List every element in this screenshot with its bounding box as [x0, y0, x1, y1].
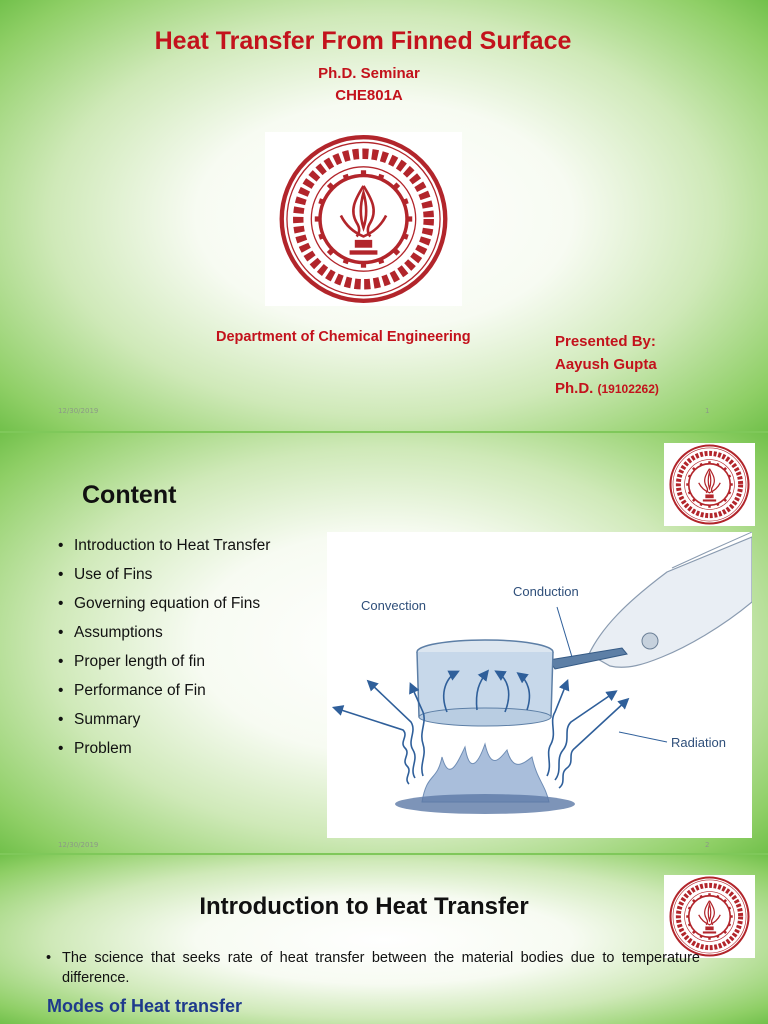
list-item-text: Summary — [74, 711, 141, 728]
modes-subheading: Modes of Heat transfer — [47, 996, 243, 1016]
department-name: Department of Chemical Engineering — [216, 329, 471, 345]
radiation-leader — [618, 731, 668, 743]
radiation-waves — [331, 679, 630, 789]
slide-number: 2 — [705, 841, 710, 849]
conduction-leader — [556, 606, 573, 658]
convection-label: Convection — [361, 598, 426, 613]
heat-transfer-diagram: Convection Conduction Radiation — [331, 531, 753, 814]
list-item: • Introduction to Heat Transfer — [58, 531, 270, 560]
list-item: • Use of Fins — [58, 560, 270, 589]
slide-number: 1 — [705, 407, 710, 415]
bullet-glyph: • — [58, 682, 64, 699]
bullet-glyph: • — [58, 595, 64, 612]
list-item-text: Proper length of fin — [74, 653, 205, 670]
list-item-text: Performance of Fin — [74, 682, 206, 699]
degree-label: Ph.D. — [555, 380, 594, 397]
bullet-glyph: • — [58, 624, 64, 641]
hand-shape — [588, 536, 753, 668]
list-item: • Summary — [58, 705, 270, 734]
iit-kanpur-logo-small — [664, 443, 755, 526]
list-item-text: Governing equation of Fins — [74, 595, 261, 612]
iit-kanpur-logo-small — [664, 875, 755, 958]
coals — [395, 794, 575, 814]
bullet-glyph: • — [58, 537, 64, 554]
seal-emblem-icon — [265, 132, 462, 306]
conduction-label: Conduction — [513, 584, 579, 599]
roll-number: (19102262) — [597, 382, 659, 396]
presented-by-label: Presented By: — [555, 333, 656, 350]
list-item: • Assumptions — [58, 618, 270, 647]
presenter-name: Aayush Gupta — [555, 356, 657, 373]
bullet-glyph: • — [58, 740, 64, 757]
title-slide: Heat Transfer From Finned Surface Ph.D. … — [0, 0, 768, 431]
content-list: • Introduction to Heat Transfer • Use of F… — [58, 531, 270, 763]
list-item-text: Use of Fins — [74, 566, 153, 583]
presenter-degree: Ph.D. (19102262) — [555, 380, 659, 397]
list-item: • Proper length of fin — [58, 647, 270, 676]
seal-emblem-icon — [664, 443, 755, 526]
intro-bullet-text: The science that seeks rate of heat tran… — [62, 950, 700, 986]
list-item-text: Assumptions — [74, 624, 163, 641]
intro-heading: Introduction to Heat Transfer — [199, 893, 529, 920]
slide-date: 12/30/2019 — [58, 407, 99, 415]
bullet-glyph: • — [58, 711, 64, 728]
list-item: • Governing equation of Fins — [58, 589, 270, 618]
list-item: • Performance of Fin — [58, 676, 270, 705]
list-item-text: Problem — [74, 740, 132, 757]
bullet-glyph: • — [46, 950, 52, 966]
radiation-label: Radiation — [671, 735, 726, 750]
intro-bullet: • The science that seeks rate of heat tr… — [46, 948, 700, 988]
list-item: • Problem — [58, 734, 270, 763]
course-code: CHE801A — [335, 87, 403, 104]
introduction-slide: Introduction to Heat Transfer • The scie… — [0, 855, 768, 1024]
content-slide: Content • Introduction to Heat Transfer •… — [0, 433, 768, 853]
presentation-title: Heat Transfer From Finned Surface — [154, 27, 572, 55]
slide-date: 12/30/2019 — [58, 841, 99, 849]
bullet-glyph: • — [58, 566, 64, 583]
flame-shape — [421, 742, 550, 803]
heat-transfer-illustration: Convection Conduction Radiation — [327, 531, 753, 838]
seminar-subtitle: Ph.D. Seminar — [318, 65, 420, 82]
bullet-glyph: • — [58, 653, 64, 670]
content-heading: Content — [82, 481, 177, 509]
list-item-text: Introduction to Heat Transfer — [74, 537, 271, 554]
iit-kanpur-logo — [265, 132, 462, 306]
